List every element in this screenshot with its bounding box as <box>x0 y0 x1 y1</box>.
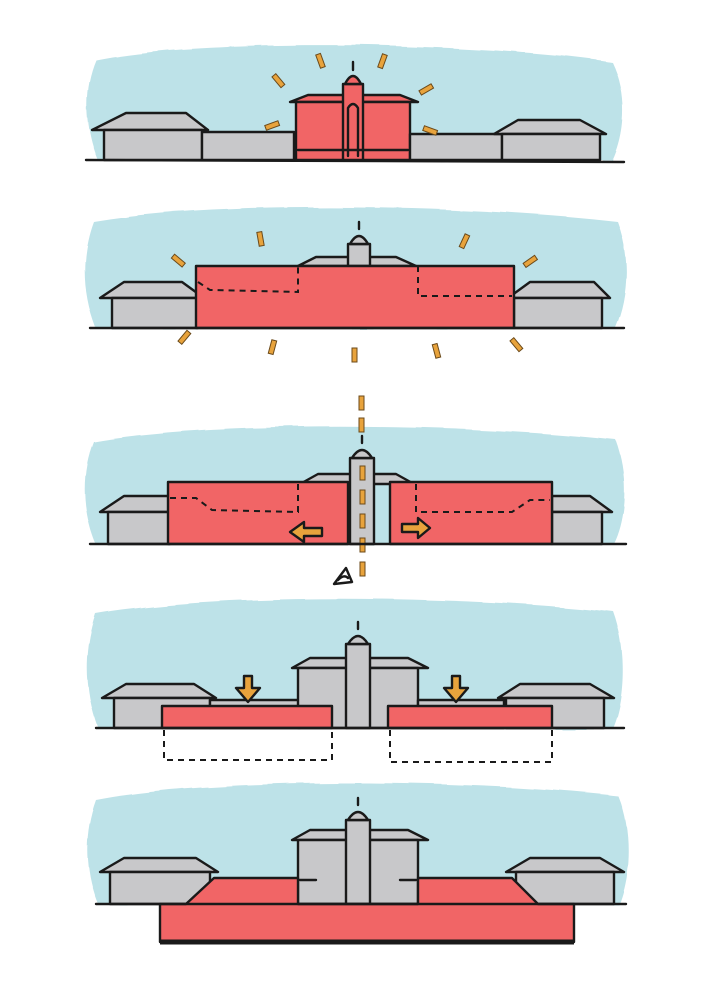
ray-mark <box>170 253 186 268</box>
panel-2-highlighted-full-block <box>85 207 627 363</box>
panel-4-sunken-wings <box>87 598 626 763</box>
right-wing <box>512 296 604 330</box>
right-wing <box>550 510 604 546</box>
panel-3-split-wings-with-view-axis <box>85 395 628 586</box>
panel-5-final-underground-plinth <box>87 783 628 945</box>
eye-icon <box>332 566 354 586</box>
tower-dome <box>343 74 363 86</box>
down-arrow-icon <box>234 674 262 704</box>
ray-mark <box>422 125 439 136</box>
ray-mark <box>358 395 365 411</box>
central-tower <box>341 82 365 162</box>
tower-dome <box>348 234 370 246</box>
left-arrow-icon <box>288 520 324 544</box>
right-connector <box>408 132 504 162</box>
ray-mark <box>418 83 435 96</box>
ray-mark <box>351 347 358 363</box>
hidden-outline-left <box>170 484 299 514</box>
ray-mark <box>271 73 286 89</box>
left-wing <box>102 128 204 162</box>
ray-mark <box>267 339 278 356</box>
ray-mark <box>177 329 192 345</box>
left-connector <box>200 130 296 162</box>
tower-dome <box>350 448 374 460</box>
right-sunken-block <box>386 704 554 730</box>
left-wing <box>110 296 200 330</box>
ray-mark <box>315 52 326 69</box>
tower-dome <box>346 634 370 646</box>
ray-mark <box>431 342 442 359</box>
left-wing <box>106 510 172 546</box>
ray-mark <box>359 561 366 577</box>
tower-window <box>346 102 360 158</box>
below-grade-outline-left <box>163 730 333 761</box>
ray-mark <box>264 120 281 131</box>
left-sunken-block <box>160 704 334 730</box>
emphasis-rays <box>264 52 439 136</box>
ray-mark <box>359 513 366 529</box>
down-arrow-icon <box>442 674 470 704</box>
ray-mark <box>458 233 471 250</box>
central-tower <box>344 818 372 906</box>
ground-line <box>84 158 626 164</box>
ray-mark <box>522 254 539 269</box>
below-grade-outline-right <box>389 730 553 763</box>
panel-1-highlighted-central-building <box>84 45 626 164</box>
ray-mark <box>509 337 524 353</box>
emphasis-rays <box>170 231 539 363</box>
right-arrow-icon <box>400 516 432 540</box>
tower-dome <box>346 810 370 822</box>
ray-mark <box>377 53 388 70</box>
left-wing <box>108 870 212 906</box>
central-tower <box>346 242 372 268</box>
ray-mark <box>359 489 366 505</box>
ray-mark <box>256 231 265 247</box>
right-wing <box>500 132 602 162</box>
central-tower <box>344 642 372 730</box>
hidden-outline <box>197 266 512 297</box>
ray-mark <box>358 417 365 433</box>
hidden-outline-right <box>415 484 550 513</box>
ray-mark <box>359 465 366 481</box>
